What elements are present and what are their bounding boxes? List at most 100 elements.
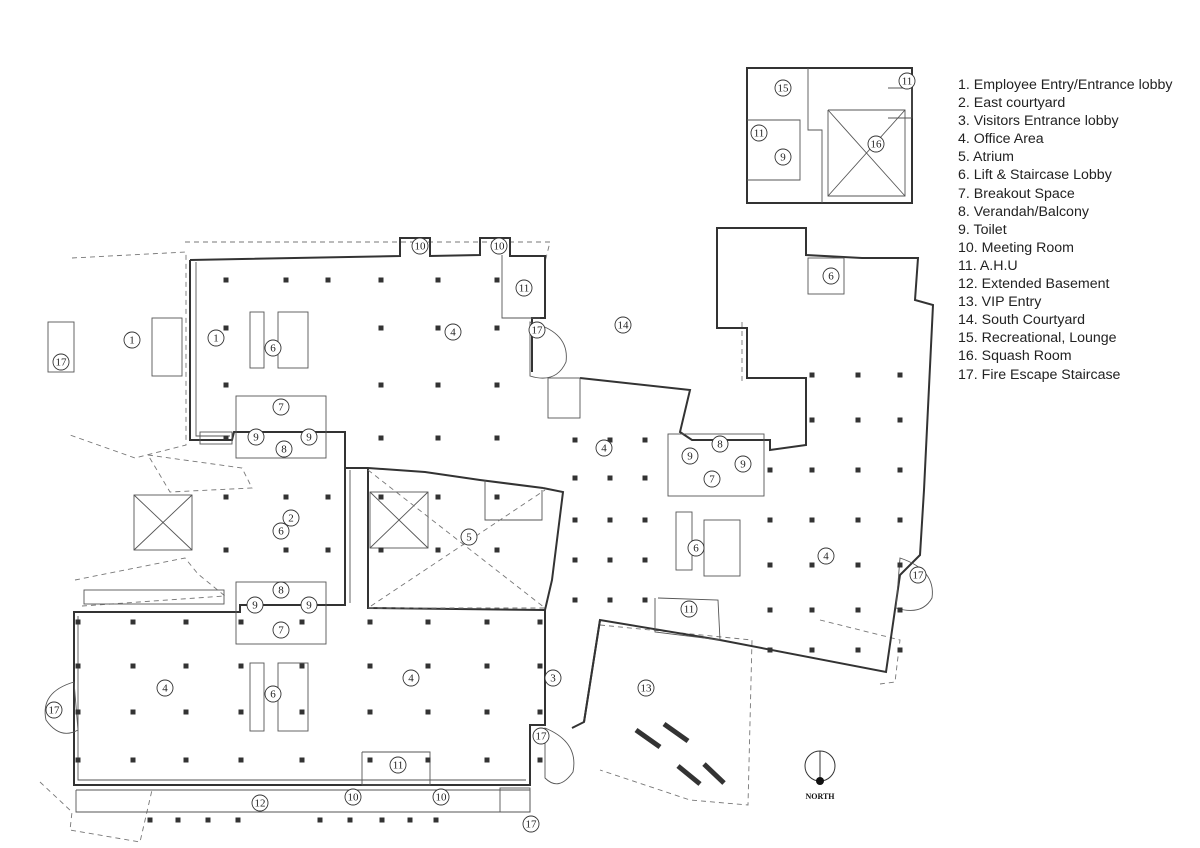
column	[897, 467, 903, 473]
column	[484, 619, 490, 625]
room-tag: 16	[867, 135, 885, 153]
column	[642, 557, 648, 563]
column	[317, 817, 323, 823]
legend-item: 7. Breakout Space	[958, 185, 1075, 202]
room-tag-number: 17	[526, 819, 538, 831]
room-tag-number: 17	[56, 357, 68, 369]
room-tag-number: 11	[393, 760, 404, 772]
column	[494, 325, 500, 331]
column	[379, 817, 385, 823]
room-tag: 6	[272, 522, 290, 540]
room-tag-number: 16	[871, 139, 883, 151]
room-tag: 4	[595, 439, 613, 457]
legend-item: 8. Verandah/Balcony	[958, 203, 1089, 220]
column	[537, 709, 543, 715]
column	[378, 325, 384, 331]
column	[435, 547, 441, 553]
column	[223, 382, 229, 388]
room-tag-number: 10	[415, 241, 427, 253]
room-tag: 7	[703, 470, 721, 488]
structural-columns	[75, 277, 903, 823]
column	[425, 619, 431, 625]
column	[435, 382, 441, 388]
vip-entry-features	[634, 721, 726, 786]
column	[607, 517, 613, 523]
room-tag-number: 9	[687, 451, 693, 463]
column	[378, 547, 384, 553]
column	[378, 494, 384, 500]
column	[897, 372, 903, 378]
room-tag-number: 9	[253, 432, 259, 444]
site-outlines	[39, 241, 901, 843]
room-tag-number: 4	[450, 327, 456, 339]
room-tag-number: 9	[306, 432, 312, 444]
column	[855, 467, 861, 473]
column	[183, 709, 189, 715]
room-tag: 4	[817, 547, 835, 565]
column	[767, 647, 773, 653]
room-tag-number: 4	[601, 443, 607, 455]
room-tag: 6	[264, 339, 282, 357]
column	[283, 277, 289, 283]
column	[378, 382, 384, 388]
column	[130, 757, 136, 763]
room-tag: 9	[247, 428, 265, 446]
room-tag-number: 11	[902, 76, 913, 88]
room-tag-number: 11	[684, 604, 695, 616]
room-tag-number: 7	[278, 402, 284, 414]
column	[607, 437, 613, 443]
column	[407, 817, 413, 823]
column	[809, 417, 815, 423]
room-tag-number: 7	[278, 625, 284, 637]
column	[435, 277, 441, 283]
room-tag: 1	[123, 331, 141, 349]
room-tag: 9	[681, 447, 699, 465]
column	[238, 757, 244, 763]
column	[130, 709, 136, 715]
legend-item: 10. Meeting Room	[958, 239, 1074, 256]
room-tag-number: 10	[348, 792, 360, 804]
room-tag: 6	[687, 539, 705, 557]
room-tag-number: 10	[494, 241, 506, 253]
skylight-voids	[47, 317, 547, 609]
legend-item: 14. South Courtyard	[958, 312, 1085, 329]
room-tag: 5	[460, 528, 478, 546]
column	[378, 435, 384, 441]
legend-item: 3. Visitors Entrance lobby	[958, 113, 1119, 130]
column	[642, 437, 648, 443]
column	[299, 709, 305, 715]
legend-item: 4. Office Area	[958, 131, 1044, 148]
north-label: NORTH	[805, 792, 835, 801]
room-tag: 8	[272, 581, 290, 599]
room-tag-number: 9	[740, 459, 746, 471]
column	[283, 494, 289, 500]
legend-item: 13. VIP Entry	[958, 294, 1042, 311]
column	[642, 597, 648, 603]
room-tag-number: 14	[618, 320, 630, 332]
room-tag: 9	[300, 428, 318, 446]
room-tag: 14	[614, 316, 632, 334]
room-tag-number: 17	[49, 705, 61, 717]
column	[572, 475, 578, 481]
column	[494, 277, 500, 283]
column	[75, 709, 81, 715]
column	[897, 607, 903, 613]
room-tag: 17	[522, 815, 540, 833]
room-tag-number: 9	[780, 152, 786, 164]
room-tag-number: 17	[536, 731, 548, 743]
room-tag: 9	[246, 596, 264, 614]
column	[75, 663, 81, 669]
room-tag-number: 4	[162, 683, 168, 695]
room-tag-number: 12	[255, 798, 266, 810]
legend-item: 2. East courtyard	[958, 95, 1066, 112]
legend-item: 9. Toilet	[958, 221, 1007, 238]
room-tag-number: 3	[550, 673, 556, 685]
column	[897, 517, 903, 523]
column	[367, 709, 373, 715]
column	[283, 547, 289, 553]
room-tag-number: 2	[288, 513, 294, 525]
room-tag: 17	[528, 321, 546, 339]
room-tag: 12	[251, 794, 269, 812]
column	[607, 597, 613, 603]
